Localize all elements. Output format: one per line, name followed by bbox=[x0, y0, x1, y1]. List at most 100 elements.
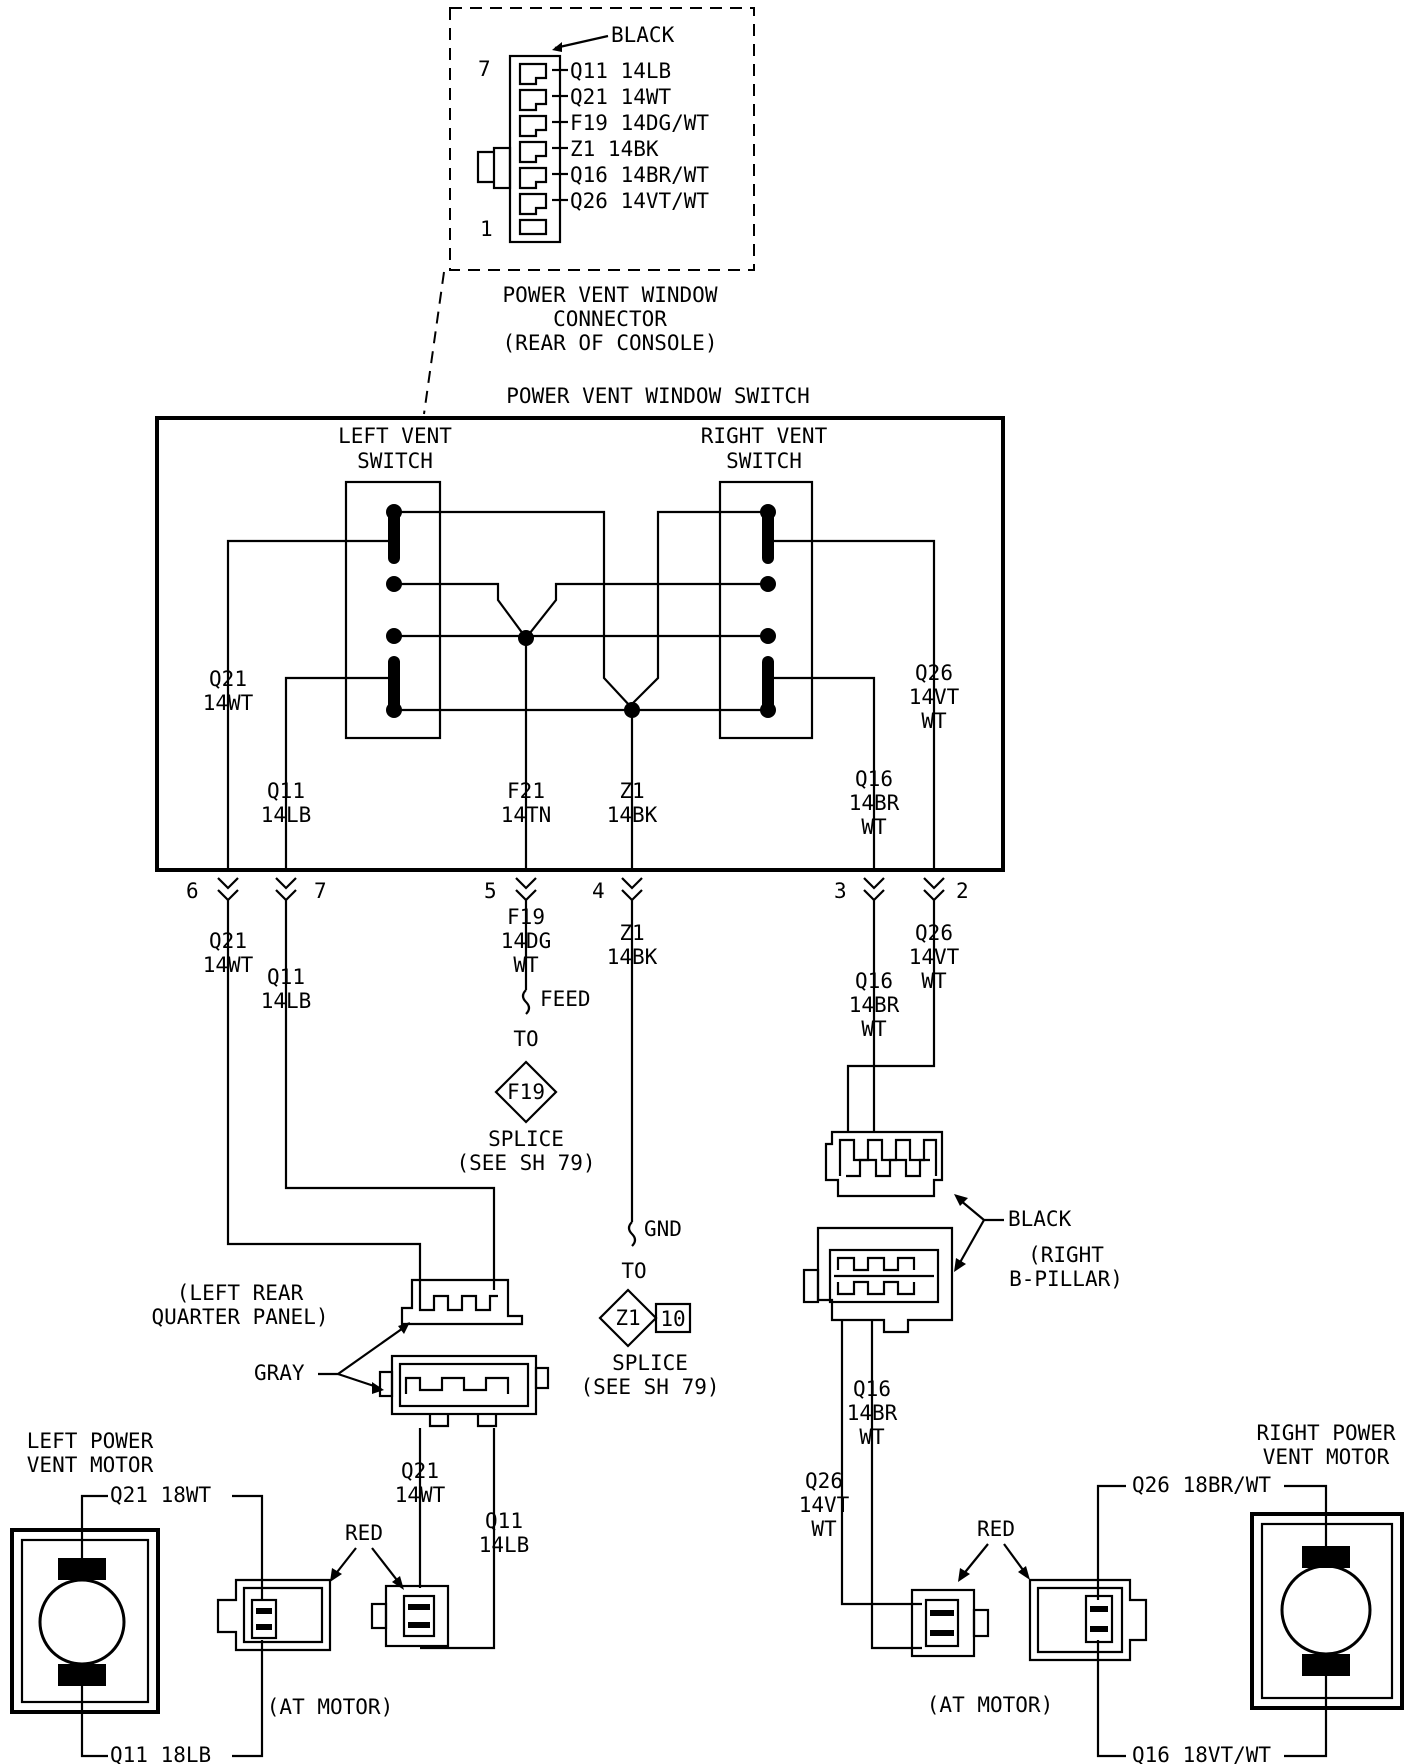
svg-text:Q21: Q21 bbox=[209, 929, 247, 953]
svg-text:QUARTER PANEL): QUARTER PANEL) bbox=[151, 1305, 328, 1329]
svg-text:WT: WT bbox=[861, 1017, 887, 1041]
outer-wire-q16-label: Q16 14BR WT bbox=[849, 969, 900, 1041]
svg-text:(LEFT REAR: (LEFT REAR bbox=[177, 1281, 304, 1305]
svg-text:Z1: Z1 bbox=[619, 921, 644, 945]
feed-label: FEED bbox=[540, 987, 591, 1011]
left-motor-bottom-wire: Q11 18LB bbox=[110, 1743, 211, 1764]
svg-text:POWER VENT WINDOW: POWER VENT WINDOW bbox=[503, 283, 718, 307]
svg-text:14LB: 14LB bbox=[261, 989, 312, 1013]
svg-text:Q11: Q11 bbox=[267, 965, 305, 989]
svg-text:14TN: 14TN bbox=[501, 803, 552, 827]
pin-5: 5 bbox=[484, 879, 497, 903]
svg-text:WT: WT bbox=[513, 953, 539, 977]
svg-text:14WT: 14WT bbox=[203, 691, 254, 715]
connector-pin-top: 7 bbox=[478, 57, 491, 81]
left-motor-title: LEFT POWER VENT MOTOR bbox=[27, 1429, 154, 1477]
switch-harness-connector: 6 7 5 4 3 2 bbox=[186, 877, 969, 903]
splice-f19-label: SPLICE (SEE SH 79) bbox=[456, 1127, 595, 1175]
inner-wire-z1-label: Z1 14BK bbox=[607, 779, 658, 827]
svg-text:WT: WT bbox=[861, 815, 887, 839]
connector-pin-list: Q11 14LB Q21 14WT F19 14DG/WT Z1 14BK Q1… bbox=[552, 59, 709, 213]
connector-color-label: BLACK bbox=[611, 23, 675, 47]
power-vent-window-connector: BLACK 7 1 Q11 14LB Q21 14WT F19 14DG/WT … bbox=[449, 7, 755, 355]
right-motor-top-wire: Q26 18BR/WT bbox=[1132, 1473, 1271, 1497]
svg-text:14LB: 14LB bbox=[479, 1533, 530, 1557]
left-rear-mating-connector bbox=[378, 1354, 550, 1428]
left-vent-switch bbox=[344, 480, 442, 740]
pin-3: 3 bbox=[834, 879, 847, 903]
svg-text:RIGHT POWER: RIGHT POWER bbox=[1256, 1421, 1395, 1445]
svg-text:SWITCH: SWITCH bbox=[357, 449, 433, 473]
outer-wire-q21-label: Q21 14WT bbox=[203, 929, 254, 977]
svg-text:Q26: Q26 bbox=[915, 921, 953, 945]
gnd-to-label: TO bbox=[621, 1259, 646, 1283]
svg-text:WT: WT bbox=[859, 1425, 885, 1449]
pin-6: 6 bbox=[186, 879, 199, 903]
svg-text:WT: WT bbox=[921, 969, 947, 993]
svg-text:Q21: Q21 bbox=[401, 1459, 439, 1483]
outer-wire-z1-label: Z1 14BK bbox=[607, 921, 658, 969]
svg-text:RED: RED bbox=[977, 1517, 1015, 1541]
svg-text:Q16: Q16 bbox=[855, 969, 893, 993]
svg-text:Q21: Q21 bbox=[209, 667, 247, 691]
svg-text:14WT: 14WT bbox=[203, 953, 254, 977]
svg-text:(SEE SH 79): (SEE SH 79) bbox=[456, 1151, 595, 1175]
pin-2: 2 bbox=[956, 879, 969, 903]
pin-7: 7 bbox=[314, 879, 327, 903]
svg-text:14BR: 14BR bbox=[849, 993, 900, 1017]
inner-wire-q26-label: Q26 14VT WT bbox=[909, 661, 960, 733]
left-at-motor-label: (AT MOTOR) bbox=[267, 1695, 393, 1719]
svg-text:10: 10 bbox=[660, 1307, 685, 1331]
right-pillar-wire-q16-label: Q16 14BR WT bbox=[847, 1377, 898, 1449]
svg-text:14VT: 14VT bbox=[909, 685, 960, 709]
svg-text:B-PILLAR): B-PILLAR) bbox=[1009, 1267, 1123, 1291]
connector-pin-q26: Q26 14VT/WT bbox=[570, 189, 709, 213]
right-vent-switch bbox=[718, 480, 814, 740]
svg-text:SPLICE: SPLICE bbox=[488, 1127, 564, 1151]
connector-pin-q21: Q21 14WT bbox=[570, 85, 672, 109]
svg-text:Z1: Z1 bbox=[615, 1306, 640, 1330]
right-power-vent-motor: RIGHT POWER VENT MOTOR Q26 18BR/WT Q16 1… bbox=[1096, 1421, 1404, 1764]
svg-text:F19: F19 bbox=[507, 1080, 545, 1104]
right-pillar-wire-q26-label: Q26 14VT WT bbox=[799, 1469, 850, 1541]
outer-wire-q26-label: Q26 14VT WT bbox=[909, 921, 960, 993]
svg-text:Q26: Q26 bbox=[915, 661, 953, 685]
left-motor-top-wire: Q21 18WT bbox=[110, 1483, 212, 1507]
left-rear-quarter-panel-connector: (LEFT REAR QUARTER PANEL) bbox=[151, 1278, 524, 1329]
svg-text:14BR: 14BR bbox=[849, 791, 900, 815]
connector-pin-q11: Q11 14LB bbox=[570, 59, 671, 83]
right-motor-connector-female bbox=[1028, 1578, 1148, 1662]
left-rear-wire-q11-label: Q11 14LB bbox=[479, 1509, 530, 1557]
left-motor-connector-female bbox=[216, 1578, 332, 1652]
right-b-pillar-connector-bottom bbox=[802, 1226, 954, 1334]
connector-pin-z1: Z1 14BK bbox=[570, 137, 659, 161]
left-rear-label: (LEFT REAR QUARTER PANEL) bbox=[151, 1281, 328, 1329]
svg-text:14WT: 14WT bbox=[395, 1483, 446, 1507]
gray-callout: GRAY bbox=[254, 1322, 410, 1394]
right-at-motor-label: (AT MOTOR) bbox=[927, 1693, 1053, 1717]
svg-text:14BK: 14BK bbox=[607, 803, 658, 827]
svg-text:GRAY: GRAY bbox=[254, 1361, 305, 1385]
svg-text:Q16: Q16 bbox=[853, 1377, 891, 1401]
svg-text:14VT: 14VT bbox=[909, 945, 960, 969]
svg-text:SWITCH: SWITCH bbox=[726, 449, 802, 473]
power-vent-window-switch: POWER VENT WINDOW SWITCH LEFT VENT SWITC… bbox=[155, 384, 1005, 872]
svg-text:14VT: 14VT bbox=[799, 1493, 850, 1517]
svg-text:(RIGHT: (RIGHT bbox=[1028, 1243, 1104, 1267]
left-motor-connector-male bbox=[370, 1584, 450, 1648]
outer-wire-f19-label: F19 14DG WT bbox=[501, 905, 552, 977]
right-motor-bottom-wire: Q16 18VT/WT bbox=[1132, 1743, 1271, 1764]
svg-text:14BR: 14BR bbox=[847, 1401, 898, 1425]
svg-text:WT: WT bbox=[811, 1517, 837, 1541]
right-motor-title: RIGHT POWER VENT MOTOR bbox=[1256, 1421, 1395, 1469]
gnd-label: GND bbox=[644, 1217, 682, 1241]
connector-pin-q16: Q16 14BR/WT bbox=[570, 163, 709, 187]
inner-wire-q21-label: Q21 14WT bbox=[203, 667, 254, 715]
splice-z1: Z1 10 bbox=[598, 1288, 692, 1348]
inner-wire-q11-label: Q11 14LB bbox=[261, 779, 312, 827]
right-vent-switch-label: RIGHT VENT bbox=[701, 424, 828, 448]
svg-text:14LB: 14LB bbox=[261, 803, 312, 827]
svg-text:Q16: Q16 bbox=[855, 767, 893, 791]
left-power-vent-motor: LEFT POWER VENT MOTOR Q21 18WT Q11 18LB bbox=[10, 1429, 264, 1764]
